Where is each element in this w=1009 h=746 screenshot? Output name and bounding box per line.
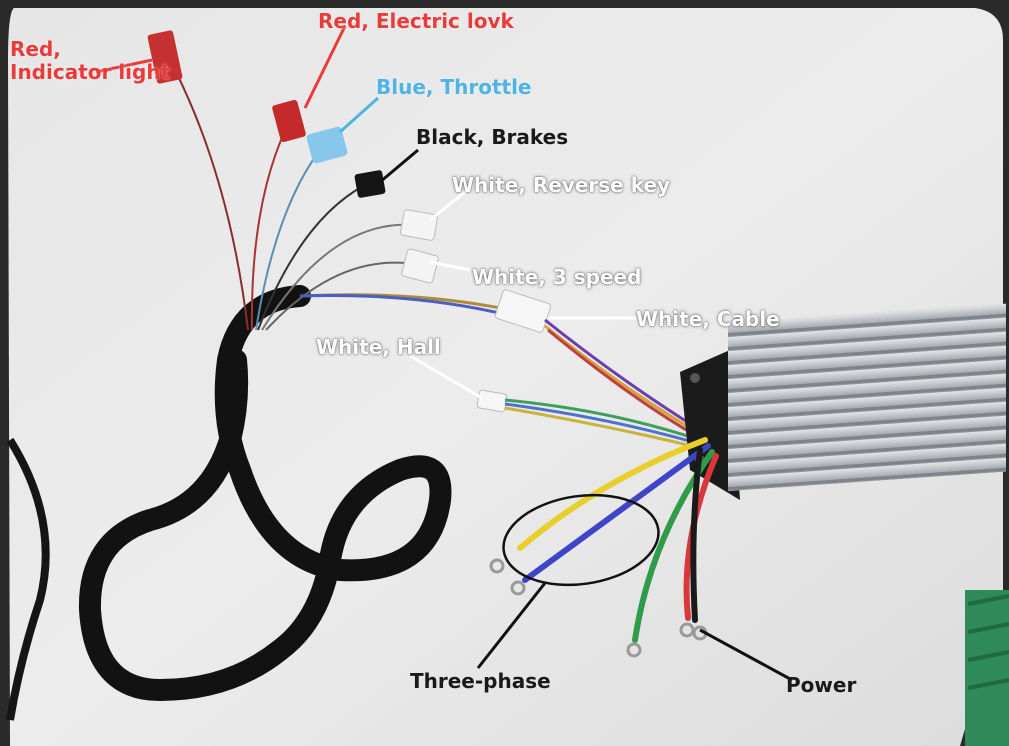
label-throttle: Blue, Throttle (376, 75, 532, 99)
foam-sheet (8, 8, 1003, 746)
reverse-key-connector (399, 209, 439, 241)
label-three-speed: White, 3 speed (472, 265, 642, 289)
label-cable: White, Cable (636, 307, 780, 331)
label-power: Power (786, 673, 857, 697)
three-speed-connector (401, 248, 439, 284)
motor-controller (680, 303, 1006, 500)
stray-cable (6, 437, 50, 721)
cable-sheath-loop (78, 285, 452, 702)
label-three-phase: Three-phase (410, 669, 551, 693)
pointer-lines (95, 25, 793, 682)
controller-wires (504, 318, 701, 450)
label-indicator-light: Red, Indicator light (10, 37, 171, 84)
three-phase-ellipse (502, 493, 660, 587)
label-reverse-key: White, Reverse key (452, 173, 671, 197)
green-object-corner (965, 590, 1009, 746)
label-electric-lock: Red, Electric lovk (318, 9, 514, 33)
brakes-connector (354, 170, 386, 198)
ring-terminals (489, 558, 708, 658)
cable-connector (494, 289, 552, 333)
indicator-light-connector (147, 30, 183, 84)
label-hall: White, Hall (316, 335, 441, 359)
phase-power-wires (517, 437, 719, 643)
electric-lock-connector (272, 99, 306, 143)
label-brakes: Black, Brakes (416, 125, 569, 149)
throttle-connector (306, 126, 348, 164)
